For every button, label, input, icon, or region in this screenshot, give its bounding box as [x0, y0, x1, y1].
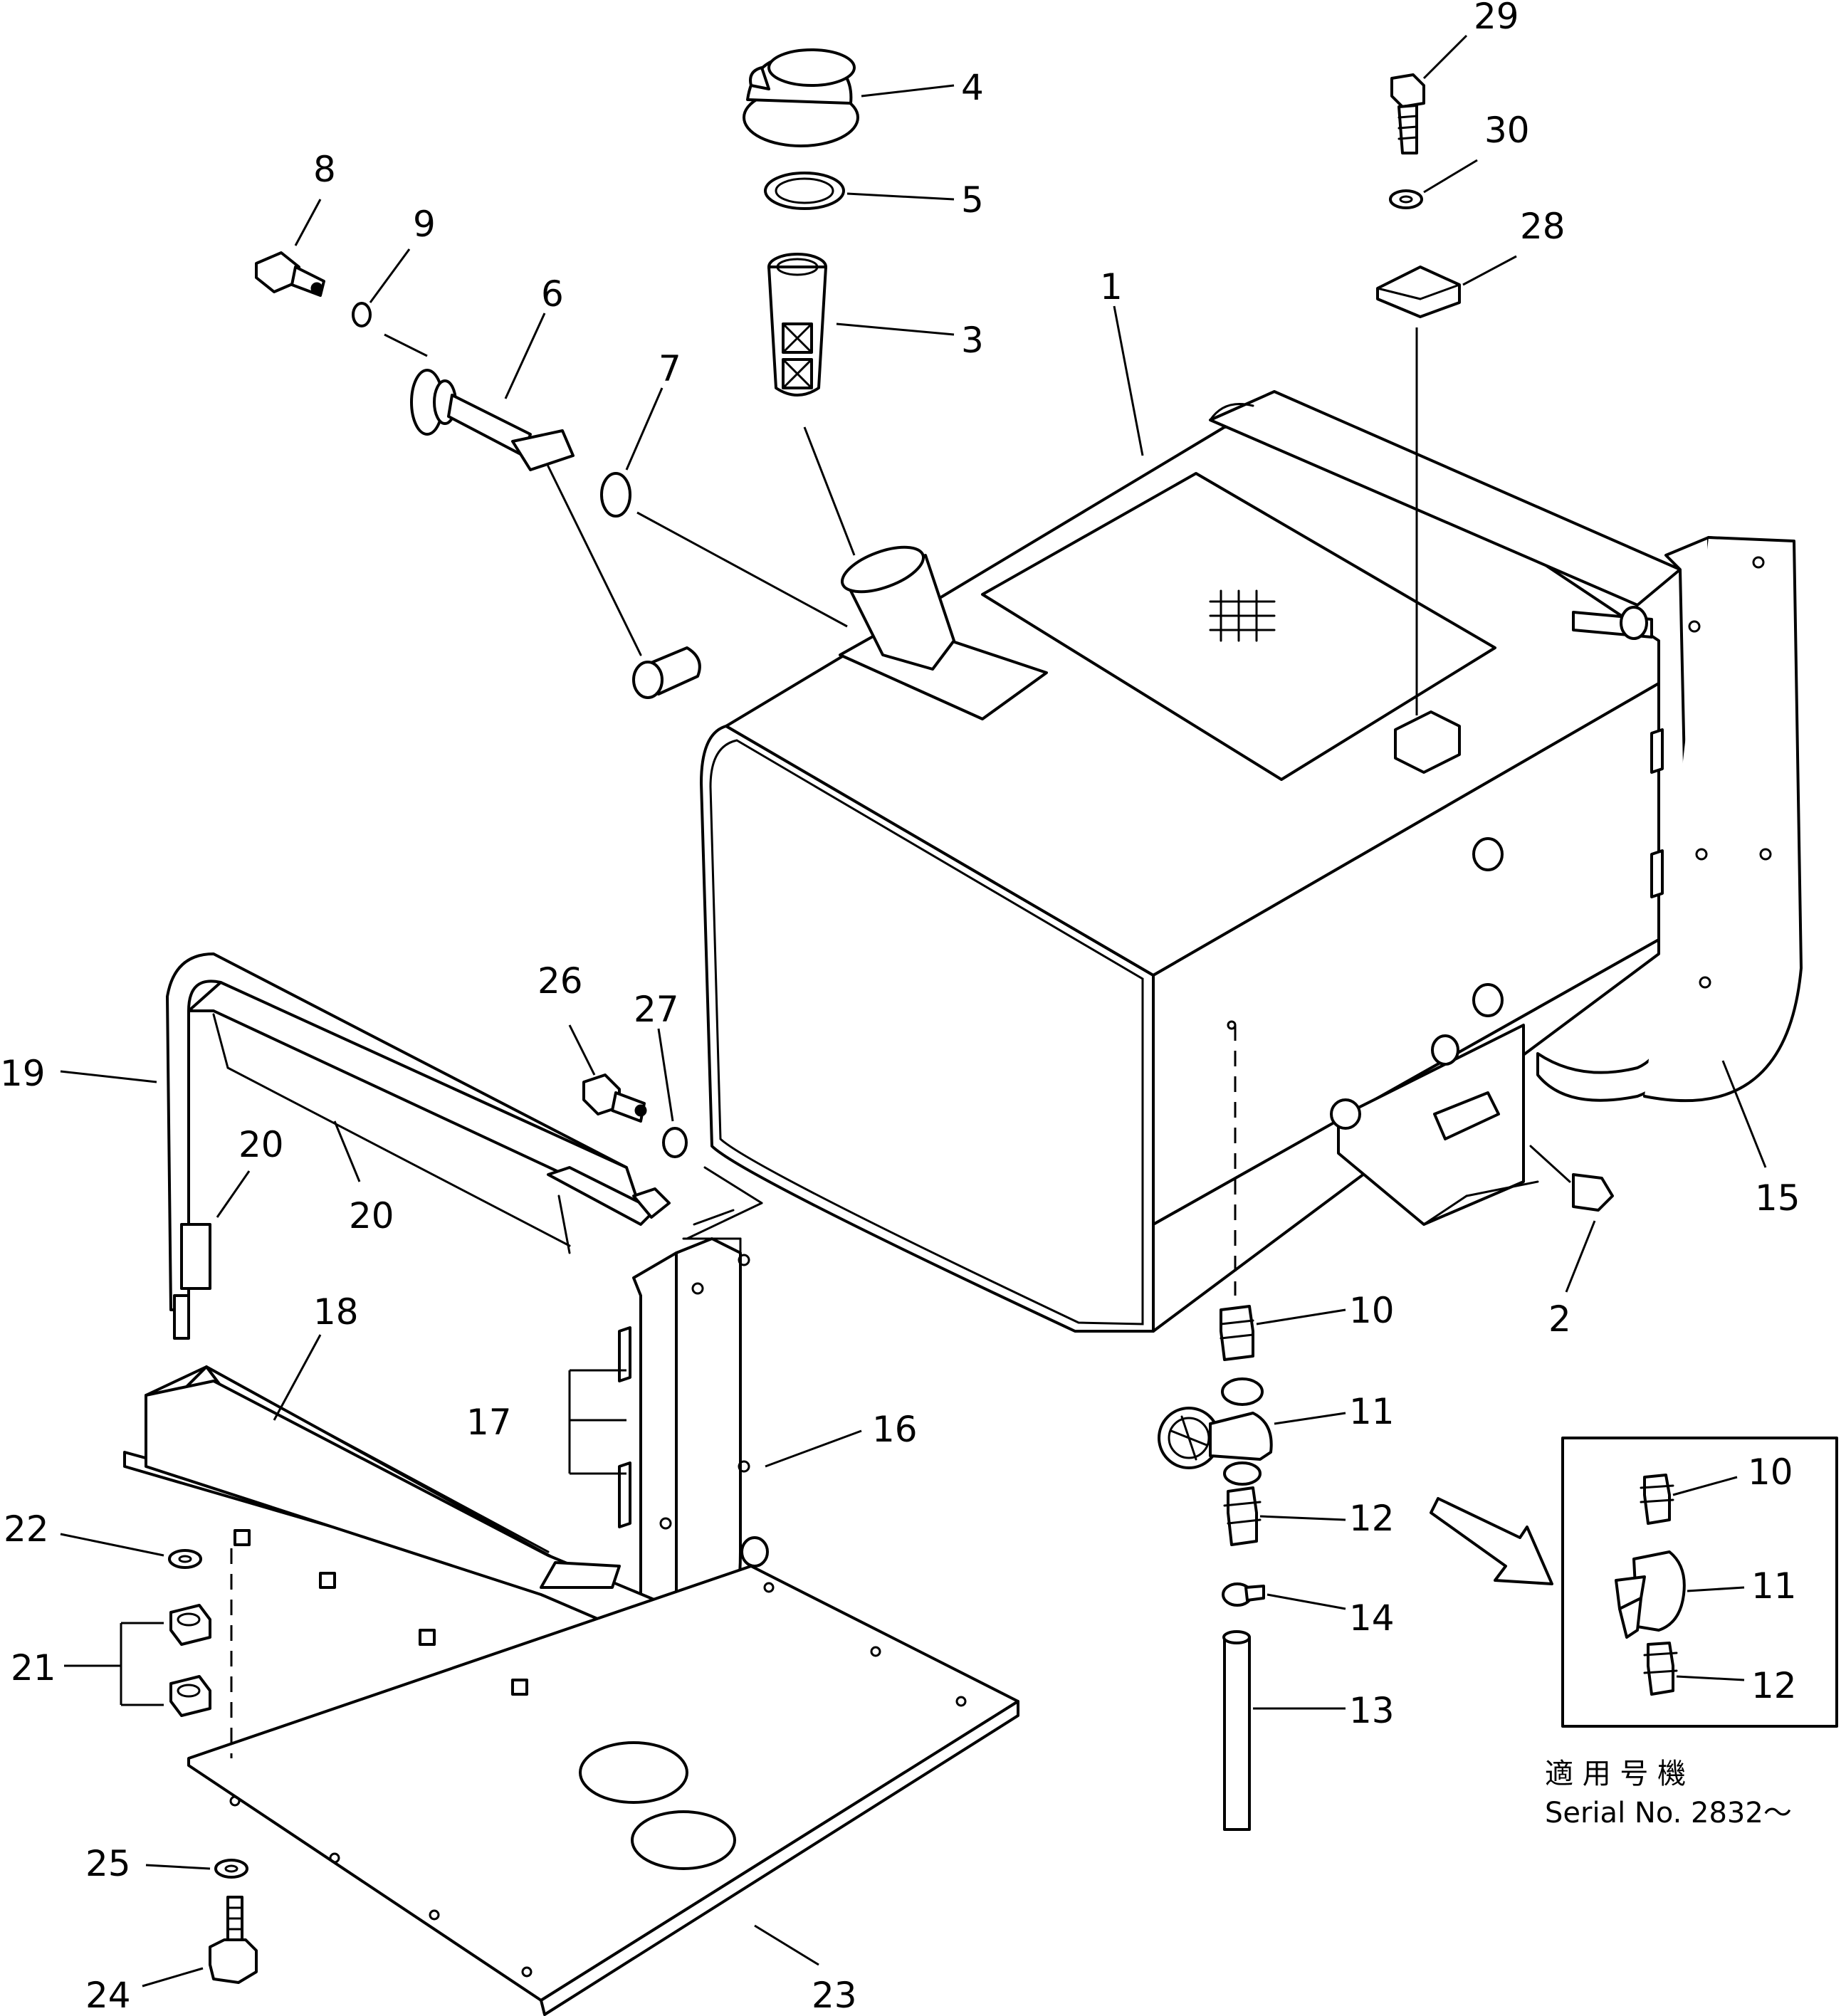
applicable-models-label: 適 用 号 機 [1545, 1758, 1686, 1790]
cap-seal [764, 172, 845, 210]
callout-11: 11 [1349, 1391, 1395, 1432]
inset-callout-10: 10 [1748, 1451, 1793, 1493]
nut-upper [169, 1604, 211, 1646]
fuel-tank [700, 390, 1682, 1333]
callout-24: 24 [85, 1975, 131, 2016]
callout-10: 10 [1349, 1290, 1395, 1331]
valve-nipple-lower [1223, 1486, 1262, 1546]
callout-13: 13 [1349, 1690, 1395, 1731]
washer-22 [168, 1549, 202, 1569]
inset-callout-12: 12 [1751, 1665, 1797, 1706]
o-ring [600, 472, 631, 518]
callout-8: 8 [313, 149, 336, 190]
strainer [767, 253, 827, 397]
callout-16: 16 [872, 1409, 918, 1450]
inset-callout-11: 11 [1751, 1565, 1797, 1607]
callout-14: 14 [1349, 1597, 1395, 1639]
filler-cap [743, 48, 859, 147]
strap-washer [662, 1127, 688, 1158]
callout-27: 27 [634, 989, 679, 1030]
top-washer [1389, 189, 1423, 209]
front-strap [166, 952, 671, 1340]
callout-15: 15 [1755, 1177, 1800, 1219]
strap-bolt [582, 1073, 647, 1123]
leader-lines [60, 34, 1767, 1988]
washer-25 [214, 1859, 248, 1879]
callout-28: 28 [1520, 206, 1566, 247]
nut-lower [169, 1675, 211, 1717]
callout-23: 23 [812, 1975, 857, 2016]
valve-nipple-upper [1220, 1305, 1254, 1361]
callout-19: 19 [0, 1053, 46, 1094]
callout-29: 29 [1474, 0, 1519, 37]
callout-12: 12 [1349, 1498, 1395, 1539]
drain-hose [1222, 1630, 1251, 1831]
top-bolt [1390, 73, 1425, 154]
gauge-washer [352, 302, 372, 327]
callout-21: 21 [11, 1647, 56, 1689]
tank-support-channel [123, 1365, 678, 1639]
callout-20a: 20 [238, 1124, 284, 1165]
callout-6: 6 [541, 273, 564, 315]
tank-bracket [1376, 266, 1461, 318]
bolt-24 [209, 1896, 258, 1984]
inset-panel [1430, 1437, 1838, 1728]
callout-5: 5 [961, 179, 984, 221]
serial-number-label: Serial No. 2832～ [1545, 1797, 1792, 1829]
callout-17: 17 [466, 1402, 512, 1443]
mesh-symbol [1209, 589, 1276, 642]
callout-4: 4 [961, 67, 984, 108]
callout-22: 22 [4, 1508, 49, 1550]
callout-1: 1 [1100, 266, 1123, 308]
callout-20b: 20 [349, 1195, 394, 1237]
callout-2: 2 [1548, 1298, 1571, 1340]
gauge-bolt [255, 251, 325, 297]
callout-7: 7 [659, 348, 681, 389]
drain-valve [1158, 1377, 1273, 1486]
rear-strap [1536, 536, 1803, 1103]
callout-26: 26 [537, 960, 583, 1002]
callout-labels: 1 2 3 4 5 6 7 8 9 10 11 12 13 14 15 16 1… [0, 0, 1800, 2016]
callout-25: 25 [85, 1843, 131, 1884]
callout-3: 3 [961, 320, 984, 361]
base-plate [187, 1529, 1019, 2016]
callout-30: 30 [1484, 110, 1530, 151]
float-gauge [410, 369, 701, 699]
callout-9: 9 [413, 204, 436, 245]
callout-18: 18 [313, 1291, 359, 1333]
hose-clamp [1222, 1582, 1265, 1607]
